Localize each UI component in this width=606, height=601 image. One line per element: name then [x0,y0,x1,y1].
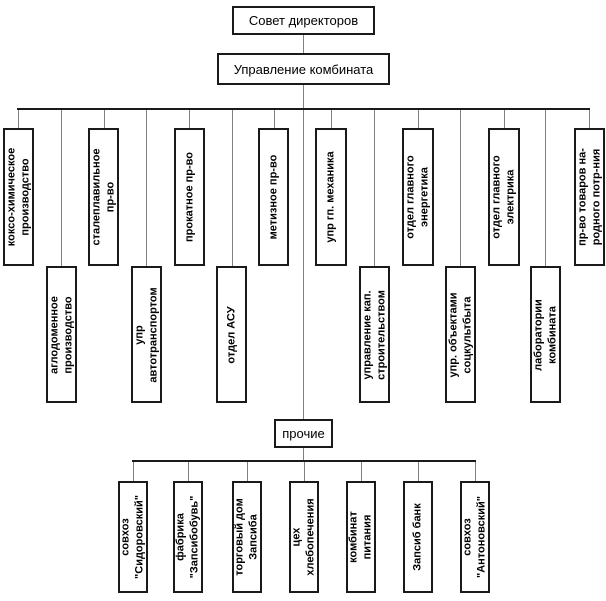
connector-drop [104,110,105,128]
connector-drop [418,462,419,481]
connector-management-to-other [303,85,304,419]
tier1-box-label: отдел АСУ [224,305,237,364]
connector-drop [133,462,134,481]
connector-drop [545,110,546,266]
connector-drop [188,462,189,481]
connector-root-to-management [303,35,304,53]
plant-management-label: Управление комбината [233,61,374,77]
connector-drop [146,110,147,266]
connector-drop [247,462,248,481]
tier2-box-sovhoz-sidorovskiy: совхоз"Сидоровский" [118,481,148,593]
board-of-directors-label: Совет директоров [248,13,359,28]
tier2-box-label: совхоз"Антоновский" [461,496,488,578]
box-plant-management: Управление комбината [217,53,390,85]
tier1-box-upr-gl-mehanika: упр гп. механика [315,128,347,266]
tier1-box-label: пр-во товаров на-родного потр-ния [576,148,602,246]
box-board-of-directors: Совет директоров [232,6,375,35]
tier1-box-metiznoe-pr-vo: метизное пр-во [258,128,289,266]
connector-drop [589,110,590,128]
tier1-box-pr-vo-tovarov-narodnogo-potrebleniya: пр-во товаров на-родного потр-ния [574,128,605,266]
connector-drop [232,110,233,266]
tier2-box-zapsib-bank: Запсиб банк [403,481,433,593]
tier1-box-upravlenie-kap-stroitelstvom: управление кап.строительством [359,266,390,403]
tier2-rail [132,460,476,462]
connector-other-to-rail [303,448,304,460]
connector-drop [361,462,362,481]
connector-drop [331,110,332,128]
connector-drop [374,110,375,266]
connector-drop [274,110,275,128]
connector-drop [61,110,62,266]
connector-drop [304,462,305,481]
connector-drop [418,110,419,128]
other-label: прочие [282,426,325,441]
tier1-box-label: управление кап.строительством [361,289,387,380]
connector-drop [189,110,190,128]
connector-drop [504,110,505,128]
tier2-box-label: совхоз"Сидоровский" [119,495,146,579]
connector-drop [475,462,476,481]
tier1-box-otdel-asu: отдел АСУ [216,266,247,403]
tier1-rail [17,108,590,110]
tier2-box-label: фабрика"Запсибобувь" [174,495,201,579]
tier2-box-label: Запсиб банк [411,503,424,571]
tier2-box-sovhoz-antonovskiy: совхоз"Антоновский" [460,481,490,593]
box-other: прочие [274,419,333,448]
connector-drop [18,110,19,128]
tier1-box-prokatnoe-pr-vo: прокатное пр-во [174,128,205,266]
tier2-box-fabrika-zapsibobuv: фабрика"Запсибобувь" [173,481,203,593]
tier1-box-label: метизное пр-во [266,154,279,240]
tier1-box-label: прокатное пр-во [182,152,195,242]
tier1-box-label: упр гп. механика [324,151,337,243]
connector-drop [460,110,461,266]
